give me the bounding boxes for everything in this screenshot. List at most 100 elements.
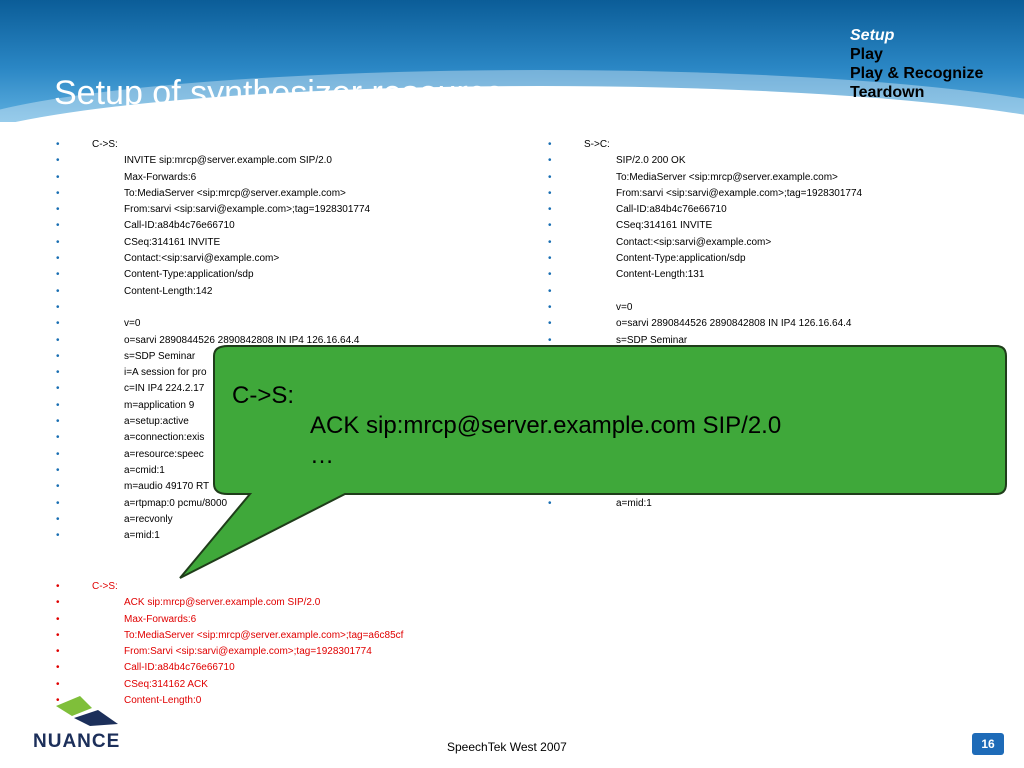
list-item: • <box>56 300 536 316</box>
list-item-text: a=recvonly <box>124 513 173 525</box>
bullet-icon: • <box>56 464 60 476</box>
bullet-icon: • <box>56 204 60 216</box>
bullet-icon: • <box>56 662 60 674</box>
ack-request-list: •C->S:•ACK sip:mrcp@server.example.com S… <box>56 579 536 709</box>
agenda-item-setup: Setup <box>850 27 895 44</box>
agenda-item-play-recognize: Play & Recognize <box>850 65 984 82</box>
list-item: •m=audio 49170 RT <box>56 479 536 495</box>
bullet-icon: • <box>548 139 552 150</box>
list-item-text: Content-Length:0 <box>124 695 202 707</box>
list-item-text: Content-Type:application/sdp <box>124 269 254 281</box>
bullet-icon: • <box>548 155 552 167</box>
bullet-icon: • <box>548 269 552 281</box>
bullet-icon: • <box>56 432 60 444</box>
list-item-text: a=mid:1 <box>616 497 652 509</box>
bullet-icon: • <box>548 220 552 232</box>
list-item: • a=cmid:1 <box>56 463 536 479</box>
list-item: •Call-ID:a84b4c76e66710 <box>56 218 536 234</box>
bullet-icon: • <box>548 253 552 265</box>
list-item-text: To:MediaServer <sip:mrcp@server.example.… <box>124 187 346 199</box>
list-item-text: C->S: <box>92 139 118 150</box>
bullet-icon: • <box>56 399 60 411</box>
list-item-text: CSeq:314161 INVITE <box>616 220 713 232</box>
bullet-icon: • <box>56 695 60 707</box>
list-item: •v=0 <box>56 316 536 332</box>
callout-shape <box>179 345 1007 579</box>
bullet-icon: • <box>56 497 60 509</box>
list-item-text: a=rtpmap:0 pcmu/8000 <box>124 497 228 509</box>
bullet-icon: • <box>56 416 60 428</box>
list-item: •a=recvonly <box>56 512 536 528</box>
bullet-icon: • <box>548 187 552 199</box>
list-item: •i=A session for pro <box>56 365 536 381</box>
bullet-icon: • <box>56 350 60 362</box>
list-item: • C->S: <box>56 579 536 595</box>
list-item-text: CSeq:314162 ACK <box>124 678 208 690</box>
list-item: •a=resource:speec <box>56 447 536 463</box>
bullet-icon: • <box>56 187 60 199</box>
callout-line-2: ACK sip:mrcp@server.example.com SIP/2.0 <box>310 412 782 439</box>
list-item: •v=0 <box>548 300 1008 316</box>
list-item-text: a=cmid:1 <box>124 464 165 476</box>
invite-request-list: •C->S:•INVITE sip:mrcp@server.example.co… <box>56 137 536 544</box>
list-item: •Contact:<sip:sarvi@example.com> <box>548 235 1008 251</box>
list-item-text: o=sarvi 2890844526 2890842808 IN IP4 126… <box>124 334 360 346</box>
list-item: • CSeq:314161 INVITE <box>548 218 1008 234</box>
bullet-icon: • <box>56 530 60 542</box>
list-item: • m=application 9 <box>56 398 536 414</box>
list-item-text: Call-ID:a84b4c76e66710 <box>124 220 235 232</box>
list-item-text: From:sarvi <sip:sarvi@example.com>;tag=1… <box>616 187 863 199</box>
list-item-text: m=application 9 <box>124 399 195 411</box>
list-item-text: Contact:<sip:sarvi@example.com> <box>124 253 280 265</box>
bullet-icon: • <box>56 646 60 658</box>
list-item: • a=mid:1 <box>548 496 1008 512</box>
list-item-text: From:Sarvi <sip:sarvi@example.com>;tag=1… <box>124 646 372 658</box>
list-item: •Content-Length:142 <box>56 284 536 300</box>
list-item-text: o=sarvi 2890844526 2890842808 IN IP4 126… <box>616 318 852 330</box>
list-item: • Content-Length:0 <box>56 693 536 709</box>
bullet-icon: • <box>56 171 60 183</box>
list-item: •From:sarvi <sip:sarvi@example.com>;tag=… <box>56 202 536 218</box>
page-number-badge: 16 <box>972 733 1004 755</box>
bullet-icon: • <box>56 318 60 330</box>
list-item: •a=connection:exis <box>56 430 536 446</box>
bullet-icon: • <box>56 613 60 625</box>
list-item: •C->S: <box>56 137 536 153</box>
bullet-icon: • <box>548 171 552 183</box>
list-item-text: S->C: <box>584 139 610 150</box>
bullet-icon: • <box>56 597 60 609</box>
list-item: • Content-Type:application/sdp <box>56 267 536 283</box>
nuance-logo-icon <box>56 696 118 726</box>
bullet-icon: • <box>548 204 552 216</box>
list-item: •o=sarvi 2890844526 2890842808 IN IP4 12… <box>56 333 536 349</box>
bullet-icon: • <box>548 497 552 509</box>
list-item: • CSeq:314162 ACK <box>56 677 536 693</box>
list-item-text: To:MediaServer <sip:mrcp@server.example.… <box>616 171 838 183</box>
agenda-item-teardown: Teardown <box>850 84 925 101</box>
bullet-icon: • <box>56 678 60 690</box>
list-item: •c=IN IP4 224.2.17 <box>56 381 536 397</box>
bullet-icon: • <box>548 285 552 297</box>
list-item-text: Contact:<sip:sarvi@example.com> <box>616 236 772 248</box>
list-item-text: Call-ID:a84b4c76e66710 <box>616 204 727 216</box>
agenda-list: Setup Play Play & Recognize Teardown <box>850 26 983 102</box>
list-item: • S->C: <box>548 137 1008 153</box>
list-item-text: i=A session for pro <box>124 367 207 379</box>
bullet-icon: • <box>56 629 60 641</box>
bullet-icon: • <box>56 581 60 592</box>
list-item: • Call-ID:a84b4c76e66710 <box>548 202 1008 218</box>
agenda-item-play: Play <box>850 46 883 63</box>
callout-line-3: … <box>310 442 334 469</box>
bullet-icon: • <box>56 236 60 248</box>
list-item: •s=SDP Seminar <box>56 349 536 365</box>
list-item: •a=setup:active <box>56 414 536 430</box>
list-item-text: s=SDP Seminar <box>616 334 688 346</box>
bullet-icon: • <box>548 318 552 330</box>
bullet-icon: • <box>56 269 60 281</box>
list-item: •s=SDP Seminar <box>548 333 1008 349</box>
list-item-text: To:MediaServer <sip:mrcp@server.example.… <box>124 629 404 641</box>
list-item: •SIP/2.0 200 OK <box>548 153 1008 169</box>
list-item-text: C->S: <box>92 581 118 592</box>
bullet-icon: • <box>56 481 60 493</box>
